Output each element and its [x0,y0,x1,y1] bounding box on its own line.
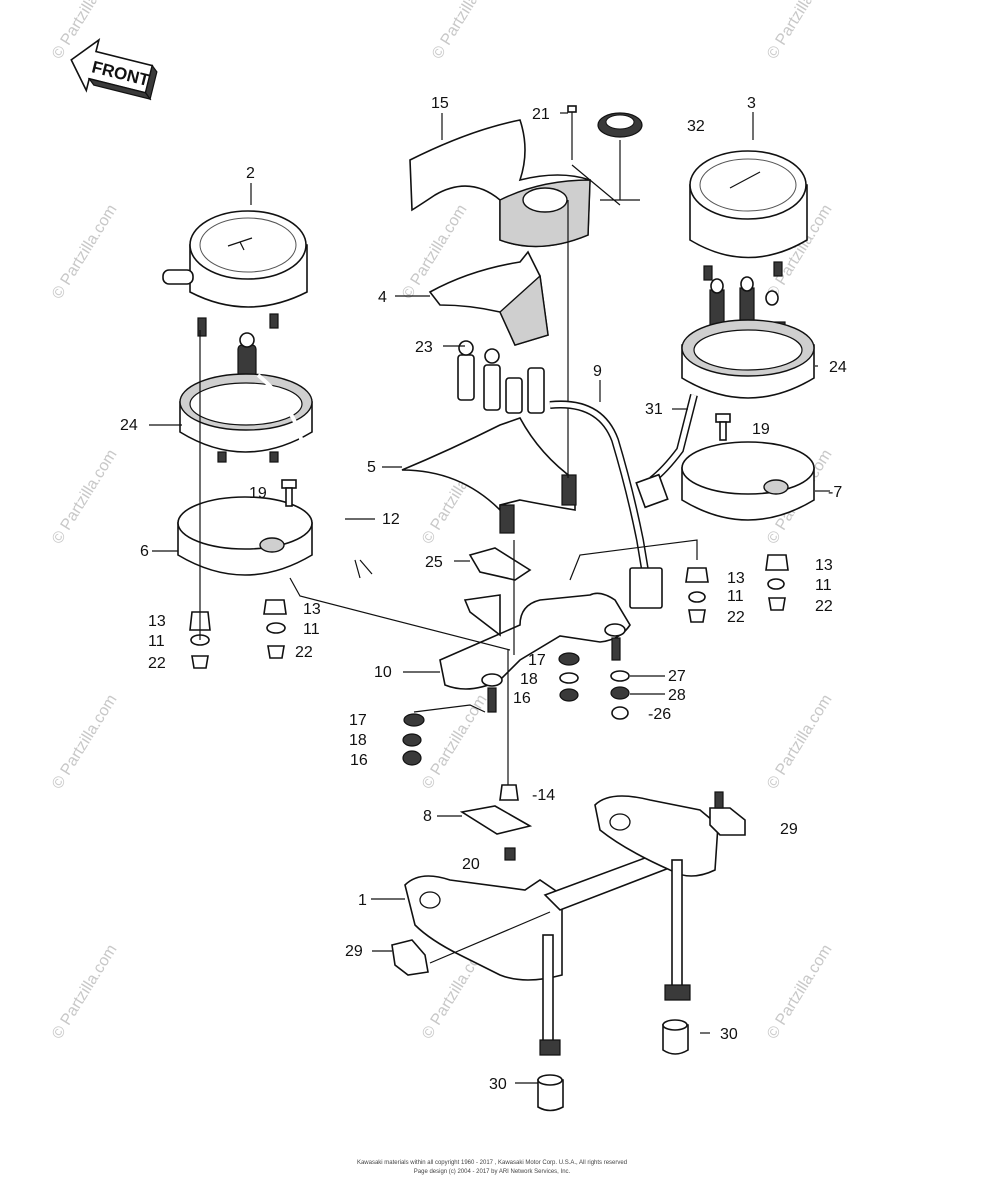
callout-15: 15 [431,95,449,112]
bulb-sockets-23 [457,340,545,414]
callout-22b: 22 [295,644,313,661]
callout-31: 31 [645,401,663,418]
callout-12: 12 [382,511,400,528]
callout-17b: 17 [349,712,367,729]
callout-11d: 11 [815,577,832,594]
clip-29-left [391,939,429,976]
bracket-4 [428,250,549,346]
footer-page-design: Page design (c) 2004 - 2017 by ARI Netwo… [413,1169,571,1175]
left-socket [237,332,257,378]
watermark-8: © Partzilla.com [49,692,121,792]
callout-5: 5 [367,459,376,476]
callout-3: 3 [747,95,756,112]
callout-19a: 19 [249,485,267,502]
callout-6: 6 [140,543,149,560]
bracket-5 [401,417,577,534]
callout-23: 23 [415,339,433,356]
bolt-19-right [715,413,731,441]
plate-8 [459,805,533,861]
watermark-6: © Partzilla.com [49,447,121,547]
bracket-10 [439,592,631,713]
clip-29-right [709,791,746,836]
callout-13d: 13 [815,557,833,574]
callout-29a: 29 [780,821,798,838]
watermark-12: © Partzilla.com [764,942,836,1042]
callout-14: -14 [532,787,555,804]
callout-28: 28 [668,687,686,704]
callout-22d: 22 [815,598,833,615]
watermark-4: © Partzilla.com [49,202,121,302]
front-arrow-icon: FRONT [70,38,158,101]
grommet-32 [597,112,643,138]
callout-7: -7 [828,484,842,501]
nut-stack-center [558,652,630,720]
top-cover [409,119,591,248]
footer-copyright: Kawasaki materials within all copyright … [356,1160,628,1166]
frame-1 [404,795,719,1056]
callout-11a: 11 [148,633,165,650]
callout-29b: 29 [345,943,363,960]
callout-19b: 19 [752,421,770,438]
right-meter-cup [681,441,815,521]
callout-27: 27 [668,668,686,685]
nut-stack-left [402,713,425,766]
right-grommets [685,554,789,623]
left-meter-cup [177,496,313,576]
collar-30-upper [662,1019,689,1055]
callout-32: 32 [687,118,705,135]
grommet-14 [499,784,519,801]
callout-8: 8 [423,808,432,825]
collar-30-lower [537,1074,564,1112]
bolt-19-left [281,479,297,507]
callout-10: 10 [374,664,392,681]
callout-13c: 13 [727,570,745,587]
callout-30b: 30 [489,1076,507,1093]
wire-9 [549,401,648,571]
callout-labels: 1 2 3 4 5 6 -7 8 9 10 11 11 11 11 12 13 … [120,95,847,1093]
callout-22a: 22 [148,655,166,672]
callout-13a: 13 [148,613,166,630]
callout-4: 4 [378,289,387,306]
callout-2: 2 [246,165,255,182]
watermark-10: © Partzilla.com [49,942,121,1042]
right-meter-case [681,319,815,399]
left-meter-case [179,373,313,463]
leader-lines [149,112,830,1084]
left-meter [162,210,308,337]
callout-9: 9 [593,363,602,380]
callout-16a: 16 [513,690,531,707]
watermark-2: © Partzilla.com [429,0,501,62]
callout-20: 20 [462,856,480,873]
callout-18a: 18 [520,671,538,688]
callout-11b: 11 [303,621,320,638]
callout-25: 25 [425,554,443,571]
callout-11c: 11 [727,588,744,605]
callout-1: 1 [358,892,367,909]
callout-18b: 18 [349,732,367,749]
callout-24a: 24 [120,417,138,434]
callout-21: 21 [532,106,550,123]
callout-16b: 16 [350,752,368,769]
right-wire [650,394,697,482]
screw-21 [567,105,577,160]
watermark-9: © Partzilla.com [764,692,836,792]
callout-13b: 13 [303,601,321,618]
callout-17a: 17 [528,652,546,669]
callout-26: -26 [648,706,671,723]
watermark-3: © Partzilla.com [764,0,836,62]
callout-24b: 24 [829,359,847,376]
callout-22c: 22 [727,609,745,626]
right-meter [689,150,808,281]
plate-25 [468,547,532,581]
left-grommets [189,599,287,669]
callout-30a: 30 [720,1026,738,1043]
